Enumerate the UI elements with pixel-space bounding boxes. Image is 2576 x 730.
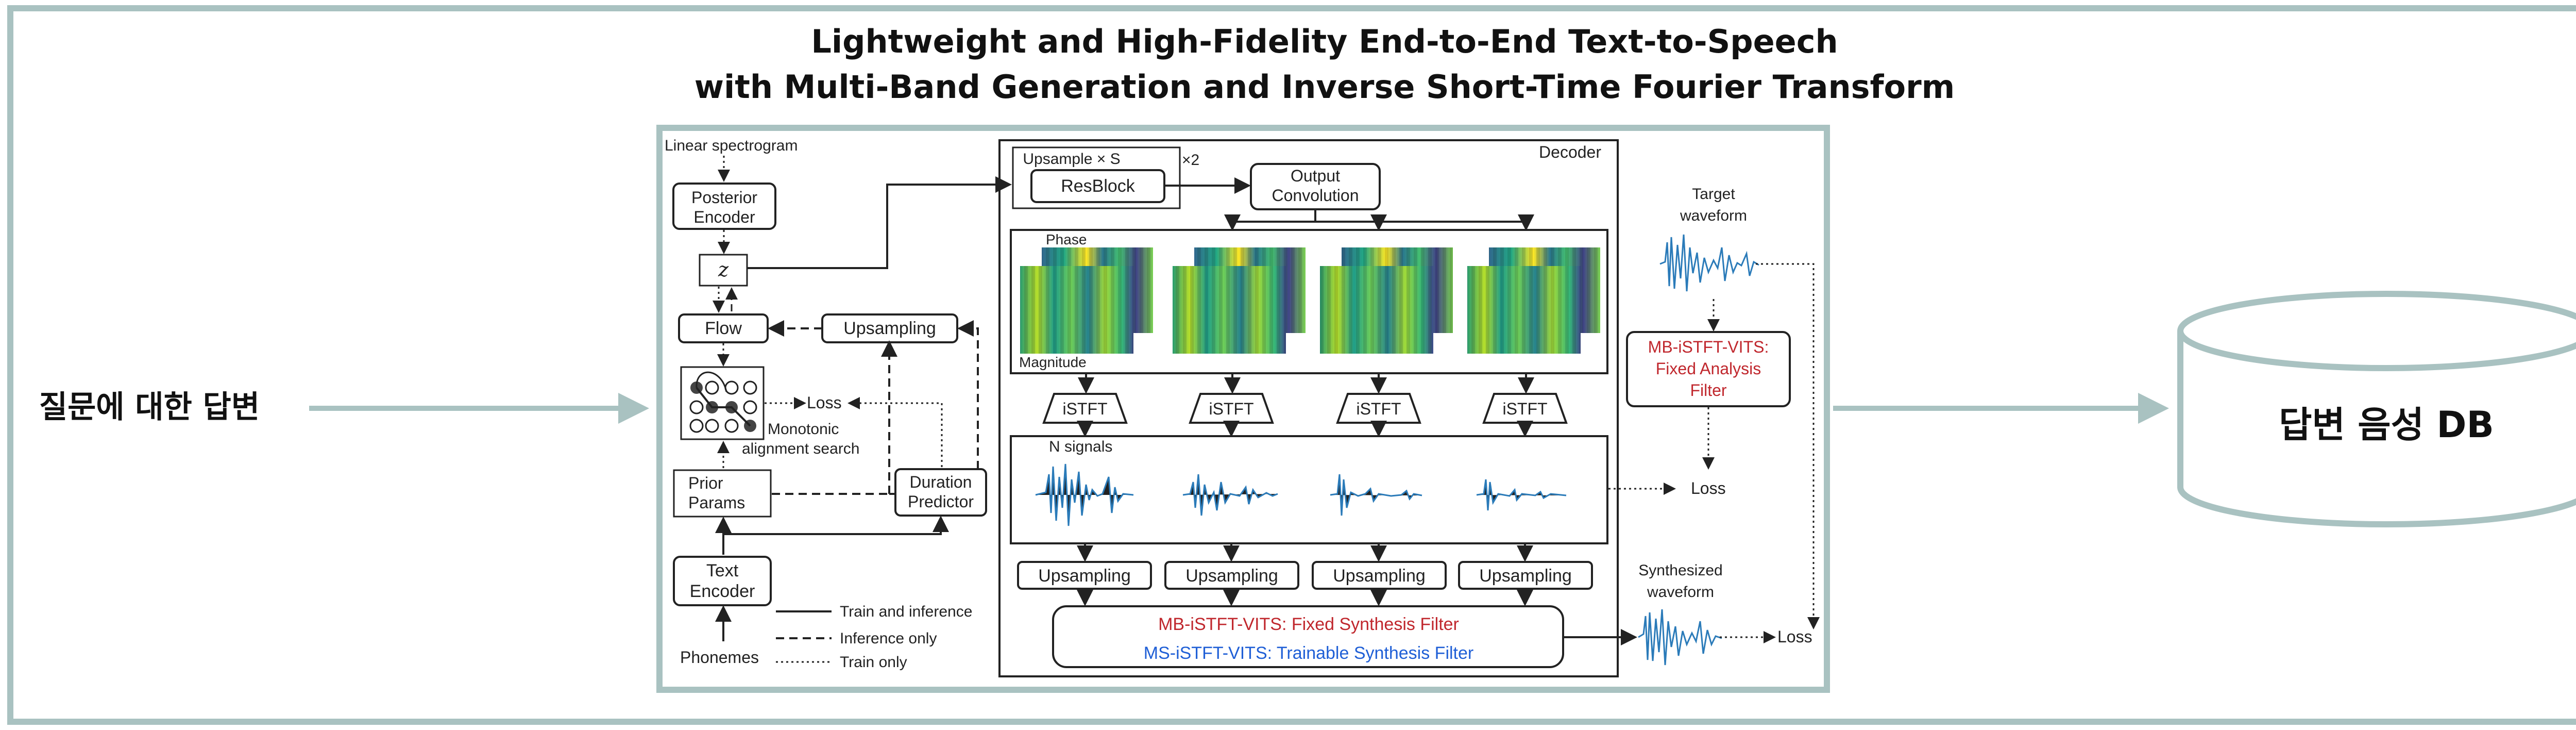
mas-label-l2: alignment search [742, 440, 859, 457]
upsampling-left-label: Upsampling [843, 319, 936, 338]
loss-bottom: Loss [1777, 627, 1812, 646]
mas-grid-dots [689, 371, 757, 433]
resblock-label: ResBlock [1061, 176, 1136, 196]
decoder-title: Decoder [1539, 143, 1601, 161]
output-convolution [1250, 163, 1381, 210]
db-label: 답변 음성 DB [2279, 404, 2494, 446]
upsampling-4-label: Upsampling [1479, 566, 1572, 586]
times2-label: ×2 [1182, 152, 1199, 169]
upsampling-3-label: Upsampling [1333, 566, 1426, 586]
target-waveform-l2: waveform [1680, 207, 1747, 224]
synthesized-waveform [1638, 609, 1722, 666]
latent-z: z [718, 258, 729, 281]
band-signals [1035, 463, 1567, 526]
istft-1: iSTFT [1062, 400, 1107, 418]
text-encoder-l1: Text [706, 561, 739, 580]
latent-z-box [699, 254, 748, 287]
resblock [1030, 169, 1165, 203]
upsampling-2-label: Upsampling [1185, 566, 1278, 586]
legend-train-only: Train only [840, 654, 907, 671]
mas-label-l1: Monotonic [768, 421, 839, 438]
upsampling-4 [1458, 561, 1593, 590]
posterior-encoder-l2: Encoder [693, 208, 755, 226]
diagram-title-line2: with Multi-Band Generation and Inverse S… [694, 68, 1955, 106]
phonemes-label: Phonemes [680, 648, 759, 667]
output-conv-l1: Output [1291, 167, 1340, 185]
synth-waveform-l1: Synthesized [1638, 562, 1722, 579]
upsampling-3 [1312, 561, 1447, 590]
upsample-group [1012, 146, 1181, 209]
prior-params [673, 469, 772, 518]
decoder-frame [998, 139, 1619, 677]
istft-2: iSTFT [1209, 400, 1253, 418]
analysis-filter-l2: Fixed Analysis [1656, 359, 1761, 378]
linear-spectrogram-label: Linear spectrogram [665, 137, 798, 154]
target-waveform [1659, 234, 1759, 292]
posterior-encoder-l1: Posterior [691, 188, 757, 207]
posterior-encoder [672, 182, 776, 230]
synthesis-blue: MS-iSTFT-VITS: Trainable Synthesis Filte… [1144, 643, 1474, 663]
analysis-filter-l1: MB-iSTFT-VITS: [1648, 338, 1769, 356]
mas-loss: Loss [807, 393, 842, 412]
analysis-filter-l3: Filter [1690, 381, 1726, 400]
analysis-filter [1626, 331, 1791, 407]
diagram-title-line1: Lightweight and High-Fidelity End-to-End… [811, 23, 1838, 60]
istft-3: iSTFT [1356, 400, 1401, 418]
prior-params-l2: Params [688, 493, 745, 512]
legend-inference-only: Inference only [840, 630, 937, 647]
duration-predictor-l2: Predictor [908, 492, 974, 511]
text-encoder-l2: Encoder [690, 582, 755, 601]
upsampling-1-label: Upsampling [1038, 566, 1131, 586]
answer-voice-db: 답변 음성 DB [2177, 291, 2576, 527]
synth-waveform-l2: waveform [1647, 584, 1714, 601]
n-signals-label: N signals [1049, 438, 1112, 455]
spectrogram-pairs [1020, 247, 1600, 354]
prior-params-l1: Prior [688, 474, 723, 492]
target-waveform-l1: Target [1692, 186, 1735, 203]
upsampling-2 [1164, 561, 1299, 590]
istft-4: iSTFT [1502, 400, 1547, 418]
output-conv-l2: Convolution [1272, 186, 1359, 205]
outer-frame [7, 5, 2576, 725]
upsample-label: Upsample × S [1023, 151, 1120, 168]
synthesis-red: MB-iSTFT-VITS: Fixed Synthesis Filter [1158, 615, 1459, 634]
synthesis-filter [1052, 605, 1564, 668]
istft-row: iSTFT iSTFT iSTFT iSTFT [1042, 374, 1568, 437]
magnitude-label: Magnitude [1019, 354, 1087, 370]
input-label: 질문에 대한 답변 [39, 389, 260, 425]
duration-predictor-l1: Duration [910, 473, 972, 491]
upsampling-1 [1017, 561, 1152, 590]
phase-label: Phase [1046, 231, 1087, 247]
legend-train-inference: Train and inference [840, 603, 972, 620]
flow-label: Flow [705, 319, 742, 338]
loss-mid: Loss [1691, 479, 1726, 497]
